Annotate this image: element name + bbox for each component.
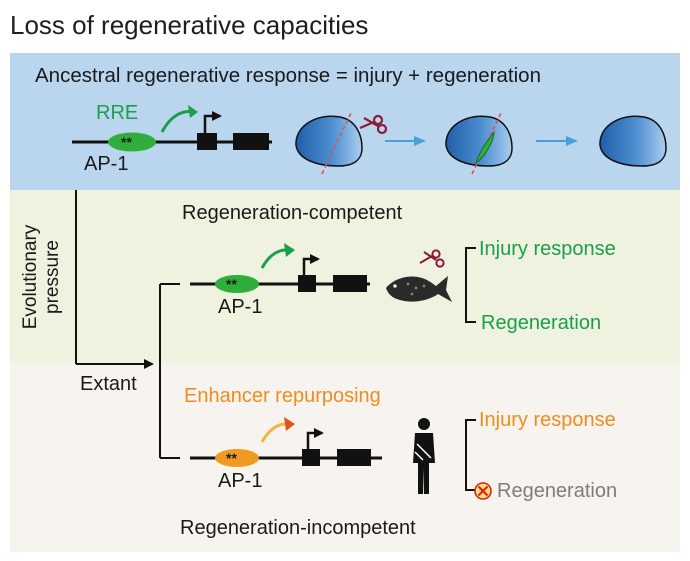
competent-regeneration: Regeneration <box>481 312 602 334</box>
exon-1 <box>197 133 217 150</box>
incompetent-gene <box>190 417 382 467</box>
ancestral-gene <box>72 105 272 152</box>
ap1-label: AP-1 <box>218 470 263 492</box>
competent-gene <box>190 243 370 293</box>
page-title: Loss of regenerative capacities <box>10 10 369 40</box>
fin-icon <box>295 112 363 175</box>
competent-heading: Regeneration-competent <box>182 202 403 224</box>
evolutionary-label-line-2: pressure <box>42 240 63 314</box>
competent-injury-response: Injury response <box>479 238 616 260</box>
ap1-enhancer <box>215 275 259 293</box>
enhancer-marks: ** <box>226 276 237 292</box>
ap1-enhancer <box>215 449 259 467</box>
exon-2 <box>233 133 269 150</box>
fin-icon <box>445 112 513 175</box>
extant-label: Extant <box>80 373 137 395</box>
enhancer-repurposing-label: Enhancer repurposing <box>184 385 381 407</box>
fin-icon <box>599 115 667 167</box>
incompetent-outcome-bracket <box>465 419 476 491</box>
enhancer-marks: ** <box>121 134 132 150</box>
scissors-icon <box>419 249 445 268</box>
scissors-icon <box>359 114 388 135</box>
exon-1 <box>298 275 316 292</box>
exon-2 <box>337 449 371 466</box>
evolutionary-label-line-1: Evolutionary <box>20 224 41 330</box>
incompetent-injury-response: Injury response <box>479 409 616 431</box>
rre-label: RRE <box>96 102 139 124</box>
evolutionary-pressure-label: Evolutionary pressure <box>20 202 64 352</box>
competent-outcome-bracket <box>465 247 476 323</box>
enhancer-marks: ** <box>226 450 237 466</box>
ap1-label: AP-1 <box>218 296 263 318</box>
fin-sequence <box>295 112 667 175</box>
blocked-x-icon <box>474 482 492 500</box>
promoter-arrow <box>203 111 222 138</box>
rre-enhancer <box>108 132 156 152</box>
human-figure-icon <box>413 418 435 494</box>
incompetent-heading: Regeneration-incompetent <box>180 517 416 539</box>
ancestral-heading: Ancestral regenerative response = injury… <box>35 64 541 87</box>
fish-icon <box>386 276 452 302</box>
exon-2 <box>333 275 367 292</box>
exon-1 <box>302 449 320 466</box>
evolution-tree <box>75 190 180 459</box>
ap1-label: AP-1 <box>84 153 129 175</box>
promoter-arrow <box>302 254 320 280</box>
incompetent-regeneration: Regeneration <box>497 480 618 502</box>
promoter-arrow <box>306 428 324 454</box>
